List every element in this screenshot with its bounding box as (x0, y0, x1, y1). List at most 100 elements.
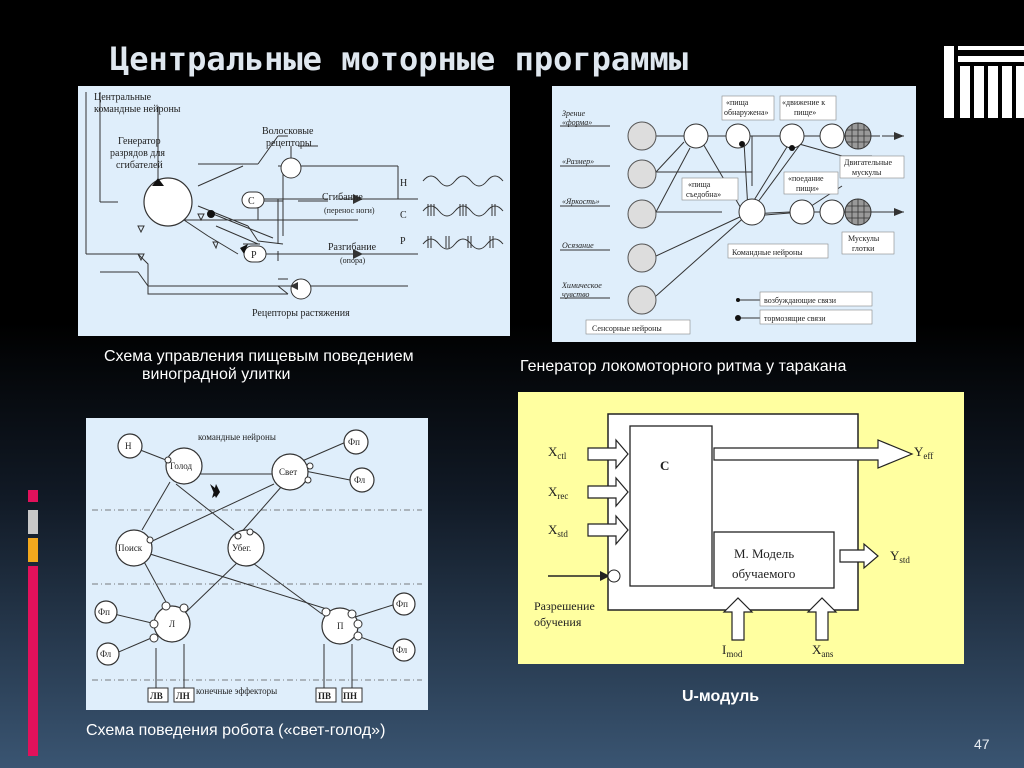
robot-node-p: П (337, 621, 344, 631)
robot-node-fl-top: Фл (354, 475, 366, 485)
snail-diagram-panel: Центральные командные нейроны Генератор … (78, 86, 510, 336)
svg-text:Ystd: Ystd (890, 548, 910, 565)
u-label-yeff-sub: eff (923, 451, 933, 461)
robot-node-escape: Убег. (232, 543, 251, 553)
u-label-imod-sub: mod (726, 649, 743, 659)
robot-effector-lv: ЛВ (150, 691, 163, 701)
roach-label-food-found-1: «пища (726, 98, 749, 107)
svg-text:Xstd: Xstd (548, 522, 568, 539)
snail-label-flex: Сгибание (322, 192, 363, 203)
robot-caption: Схема поведения робота («свет-голод») (86, 722, 386, 739)
u-label-xstd: X (548, 522, 558, 537)
page-number: 47 (974, 736, 990, 752)
snail-label-ext: Разгибание (328, 242, 377, 253)
roach-label-eating-1: «поедание (788, 174, 824, 183)
snail-label-generator-2: разрядов для (110, 148, 165, 159)
u-label-xrec-sub: rec (557, 491, 568, 501)
snail-label-hair-1: Волосковые (262, 126, 314, 137)
roach-label-edible-2: съедобна» (686, 190, 721, 199)
roach-label-chem-1: Химическое (561, 281, 602, 290)
roach-label-chem-2: чувство (562, 290, 589, 299)
robot-node-fl-right: Фл (396, 645, 408, 655)
u-label-xans-sub: ans (821, 649, 833, 659)
u-label-yeff: Y (914, 444, 924, 459)
snail-label-generator-3: сгибателей (116, 160, 163, 171)
roach-label-size: «Размер» (562, 157, 594, 166)
robot-node-fp-left: Фп (98, 607, 110, 617)
u-label-ystd: Y (890, 548, 900, 563)
roach-diagram-panel: «пища обнаружена» «движение к пище» Двиг… (552, 86, 916, 342)
robot-effector-ln: ЛН (176, 691, 190, 701)
snail-label-command-neurons-2: командные нейроны (94, 104, 181, 115)
roach-diagram: «пища обнаружена» «движение к пище» Двиг… (560, 95, 905, 335)
svg-text:Xrec: Xrec (548, 484, 568, 501)
u-label-perm-2: обучения (534, 615, 582, 629)
snail-diagram: Центральные командные нейроны Генератор … (85, 92, 504, 319)
u-label-xctl: X (548, 444, 558, 459)
u-label-c: C (660, 458, 669, 473)
roach-label-sensory: Сенсорные нейроны (592, 324, 662, 333)
roach-legend-inhib: тормозящие связи (764, 314, 826, 323)
u-label-perm-1: Разрешение (534, 599, 595, 613)
snail-trace-p: Р (400, 236, 406, 247)
svg-text:Xans: Xans (812, 642, 834, 659)
roach-label-vision-2: «форма» (562, 118, 592, 127)
roach-label-edible-1: «пища (688, 180, 711, 189)
snail-label-hair-2: рецепторы (266, 138, 312, 149)
roach-label-throat-1: Мускулы (848, 234, 880, 243)
svg-text:Xctl: Xctl (548, 444, 567, 461)
umodule-diagram: Xctl Xrec Xstd C М. Модель обучаемого Ye… (534, 413, 933, 659)
umodule-caption: U-модуль (682, 688, 760, 705)
u-label-imod: I (722, 642, 726, 657)
roach-label-throat-2: глотки (852, 244, 875, 253)
robot-node-search: Поиск (118, 543, 143, 553)
snail-caption-line2: виноградной улитки (142, 366, 291, 383)
snail-node-c: C (248, 196, 255, 207)
snail-trace-c: С (400, 210, 407, 221)
robot-diagram: командные нейроны конечные эффекторы Н Г… (92, 429, 422, 703)
svg-text:Imod: Imod (722, 642, 743, 659)
robot-node-l: Л (169, 619, 175, 629)
u-label-xans: X (812, 642, 822, 657)
slide-title: Центральные моторные программы (110, 40, 688, 78)
robot-effector-pv: ПВ (318, 691, 331, 701)
robot-node-n: Н (125, 441, 132, 451)
roach-label-motor-1: Двигательные (844, 158, 892, 167)
roach-label-move-1: «движение к (782, 98, 825, 107)
robot-effector-pn: ПН (343, 691, 357, 701)
snail-label-stretch: Рецепторы растяжения (252, 308, 350, 319)
snail-label-generator-1: Генератор (118, 136, 161, 147)
roach-legend-excit: возбуждающие связи (764, 296, 837, 305)
svg-text:Yeff: Yeff (914, 444, 933, 461)
u-label-xstd-sub: std (557, 529, 568, 539)
umodule-diagram-panel: Xctl Xrec Xstd C М. Модель обучаемого Ye… (518, 392, 964, 664)
snail-label-flex-sub: (перенос ноги) (324, 206, 375, 215)
roach-label-move-2: пище» (794, 108, 816, 117)
roach-label-motor-2: мускулы (852, 168, 882, 177)
u-label-xrec: X (548, 484, 558, 499)
u-label-ystd-sub: std (899, 555, 910, 565)
u-label-model-2: обучаемого (732, 566, 795, 581)
robot-label-effectors: конечные эффекторы (196, 686, 277, 696)
roach-label-bright: «Яркость» (562, 197, 600, 206)
roach-label-eating-2: пищи» (796, 184, 819, 193)
u-label-model-1: М. Модель (734, 546, 794, 561)
snail-trace-h: Н (400, 178, 407, 189)
robot-node-light: Свет (279, 467, 297, 477)
snail-label-ext-sub: (опора) (340, 256, 365, 265)
robot-node-hunger: Голод (170, 461, 193, 471)
snail-label-command-neurons: Центральные (94, 92, 152, 103)
robot-diagram-panel: командные нейроны конечные эффекторы Н Г… (86, 418, 428, 710)
u-label-xctl-sub: ctl (557, 451, 566, 461)
snail-node-p: P (251, 250, 257, 261)
robot-node-fp-top: Фп (348, 437, 360, 447)
robot-node-fl-left: Фл (100, 649, 112, 659)
roach-caption: Генератор локомоторного ритма у таракана (520, 358, 847, 375)
robot-label-command: командные нейроны (198, 432, 276, 442)
roach-label-food-found-2: обнаружена» (724, 108, 769, 117)
robot-node-fp-right: Фп (396, 599, 408, 609)
roach-label-touch: Осязание (562, 241, 594, 250)
snail-caption-line1: Схема управления пищевым поведением (104, 348, 414, 365)
roach-label-vision-1: Зрение (562, 109, 585, 118)
roach-label-command: Командные нейроны (732, 248, 803, 257)
